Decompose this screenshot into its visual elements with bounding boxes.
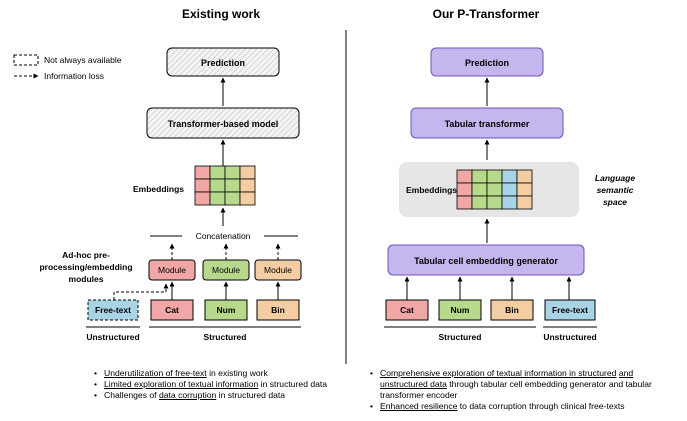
legend: Not always available Information loss [13,54,122,81]
left-prediction-label: Prediction [201,58,245,68]
left-embedding-cell [194,191,211,206]
right-embedding-cell [456,169,473,184]
legend-not-always-label: Not always available [44,55,122,65]
left-adhoc-label-1: Ad-hoc pre- [62,250,110,260]
right-embeddings-label: Embeddings [406,185,457,195]
left-input-free-text [87,299,139,321]
right-input-num [438,299,482,321]
left-embedding-cell [194,178,211,193]
right-embedding-cell [486,182,503,197]
left-embedding-grid [194,165,256,206]
left-note-3: Challenges of data corruption in structu… [94,390,342,401]
right-embedding-cell [516,182,533,197]
right-note-2: Enhanced resilience to data corruption t… [370,401,668,412]
left-module-cat [148,259,196,281]
left-embedding-cell [239,191,256,206]
right-input-bin [490,299,534,321]
right-generator-box [387,244,585,276]
right-model-box [410,107,564,139]
right-prediction-label: Prediction [465,58,509,68]
left-input-cat-label: Cat [165,305,179,315]
left-input-bin [256,299,300,321]
right-group-unstructured: Unstructured [543,332,596,342]
left-adhoc-label-3: modules [69,274,104,284]
right-embedding-grid [456,169,533,210]
left-embedding-cell [209,178,226,193]
right-model-label: Tabular transformer [445,119,530,129]
left-input-free-text-label: Free-text [95,305,131,315]
left-module-cat-label: Module [158,265,186,275]
left-model-box [146,107,300,139]
left-group-unstructured: Unstructured [86,332,139,342]
right-embedding-cell [471,195,488,210]
left-title: Existing work [182,7,260,21]
left-embedding-cell [209,165,226,180]
left-group-structured: Structured [204,332,247,342]
right-note-1: Comprehensive exploration of textual inf… [370,368,668,401]
right-input-free-text [544,299,596,321]
left-module-num-label: Module [212,265,240,275]
left-embedding-cell [224,191,241,206]
right-embedding-cell [501,182,518,197]
right-embedding-cell [486,169,503,184]
left-embedding-cell [209,191,226,206]
legend-dashed-swatch [13,54,39,66]
left-input-num-label: Num [217,305,236,315]
right-embedding-cell [501,195,518,210]
right-embedding-cell [516,195,533,210]
right-title: Our P-Transformer [433,7,540,21]
left-embedding-cell [194,165,211,180]
left-embedding-cell [239,165,256,180]
left-model-label: Transformer-based model [168,119,279,129]
right-input-free-text-label: Free-text [552,305,588,315]
right-semantic-space-1: Language [595,173,635,183]
left-prediction-box [166,47,280,77]
right-group-structured: Structured [439,332,482,342]
right-semantic-space-2: semantic [597,185,634,195]
right-input-num-label: Num [451,305,470,315]
right-embedding-cell [471,182,488,197]
right-embedding-cell [486,195,503,210]
right-generator-label: Tabular cell embedding generator [414,256,558,266]
left-note-2: Limited exploration of textual informati… [94,379,342,390]
left-module-bin [254,259,302,281]
left-embeddings-label: Embeddings [133,184,184,194]
left-concatenation-label: Concatenation [196,231,251,241]
left-module-bin-label: Module [264,265,292,275]
left-note-1: Underutilization of free-text in existin… [94,368,342,379]
left-module-num [202,259,250,281]
left-notes: Underutilization of free-text in existin… [92,368,342,401]
right-embedding-cell [501,169,518,184]
right-semantic-space-3: space [603,197,627,207]
left-embedding-cell [224,165,241,180]
right-input-cat-label: Cat [400,305,414,315]
right-embedding-cell [516,169,533,184]
left-input-num [204,299,248,321]
left-adhoc-label-2: processing/embedding [39,262,132,272]
right-prediction-box [430,47,544,77]
left-input-cat [150,299,194,321]
right-input-bin-label: Bin [505,305,519,315]
left-free-text-loss-path [113,283,169,300]
left-input-bin-label: Bin [271,305,285,315]
legend-info-loss-label: Information loss [44,71,104,81]
left-embedding-cell [239,178,256,193]
right-notes: Comprehensive exploration of textual inf… [368,368,668,412]
right-embedding-cell [471,169,488,184]
right-embedding-cell [456,195,473,210]
left-embedding-cell [224,178,241,193]
right-embedding-cell [456,182,473,197]
right-input-cat [385,299,429,321]
